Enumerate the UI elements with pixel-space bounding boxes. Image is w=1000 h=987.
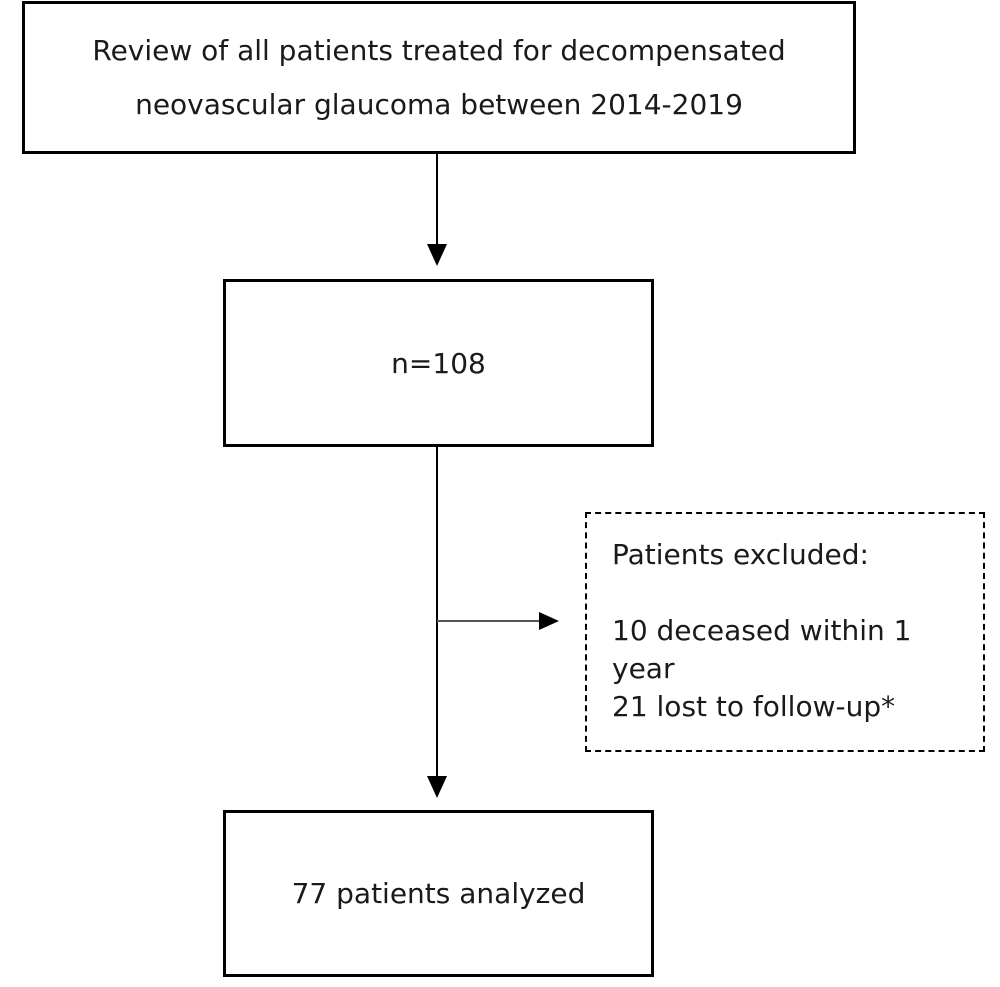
excluded-box: Patients excluded: 10 deceased within 1 … xyxy=(585,512,985,752)
review-text-line-2: neovascular glaucoma between 2014-2019 xyxy=(135,87,743,121)
excluded-deceased-line-1: 10 deceased within 1 xyxy=(612,614,912,647)
review-box: Review of all patients treated for decom… xyxy=(22,1,856,154)
review-text-line-1: Review of all patients treated for decom… xyxy=(92,33,786,67)
arrow-to-excluded xyxy=(437,612,559,630)
arrow-total-to-analyzed xyxy=(427,447,447,798)
excluded-deceased-line-2: year xyxy=(612,652,675,685)
excluded-lost-followup: 21 lost to follow-up* xyxy=(612,690,896,723)
total-patients-label: n=108 xyxy=(391,346,486,380)
analyzed-box: 77 patients analyzed xyxy=(223,810,654,977)
excluded-spacer xyxy=(612,574,983,612)
analyzed-label: 77 patients analyzed xyxy=(291,877,586,910)
arrow-start-to-total xyxy=(427,154,447,266)
total-patients-box: n=108 xyxy=(223,279,654,447)
excluded-title: Patients excluded: xyxy=(612,538,869,571)
